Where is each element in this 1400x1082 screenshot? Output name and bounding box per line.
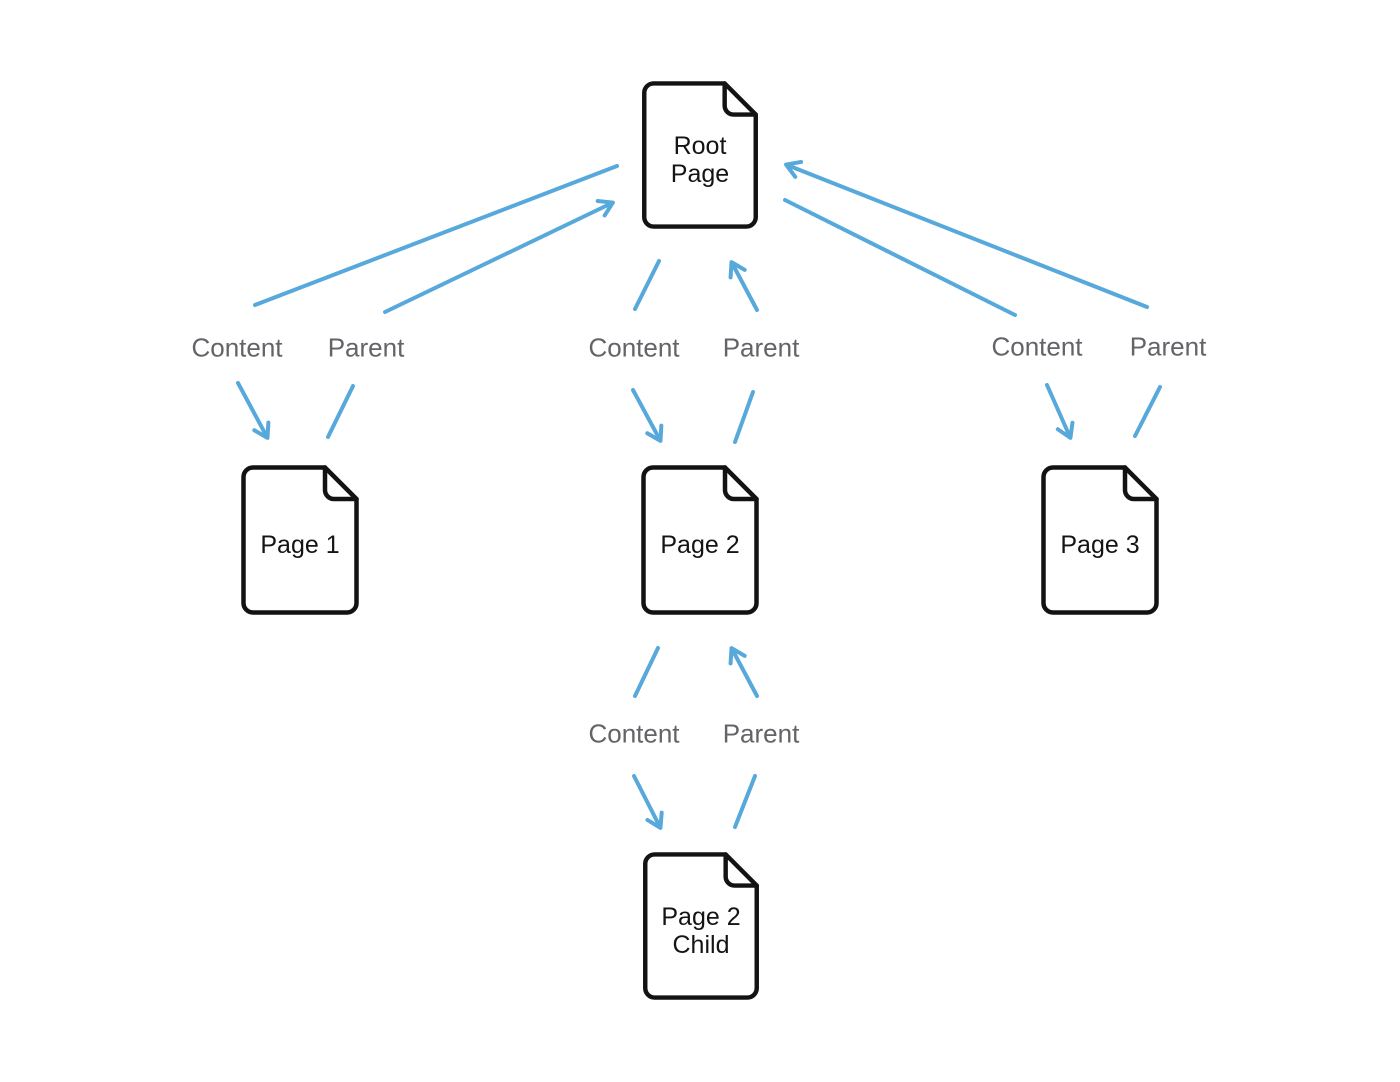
node-root-page: Root Page [641, 81, 759, 229]
edge-label-content-root-page3: Content [991, 331, 1083, 362]
document-icon [641, 465, 759, 615]
node-label-page1: Page 1 [241, 465, 359, 615]
node-label-page3: Page 3 [1041, 465, 1159, 615]
edge-label-content-root-page2: Content [588, 332, 680, 363]
edge-root-page1-parent-arrow [383, 198, 615, 314]
node-page2-child: Page 2 Child [642, 852, 760, 1000]
edge-label-content-page2-child: Content [588, 718, 680, 749]
node-label-line: Page 2 [661, 903, 741, 931]
edge-root-page2-parent-segment-lower [733, 390, 755, 444]
edge-page2-child-content-arrow [632, 774, 664, 830]
node-label-line: Child [672, 931, 730, 959]
edge-root-page3-parent-arrow [784, 159, 1149, 309]
node-label-line: Page 2 [660, 531, 740, 559]
node-label-page2: Page 2 [641, 465, 759, 615]
edge-label-parent-root-page3: Parent [1129, 331, 1207, 362]
document-icon [1041, 465, 1159, 615]
edge-label-content-root-page1: Content [191, 332, 283, 363]
document-icon [241, 465, 359, 615]
node-page3: Page 3 [1041, 465, 1159, 615]
edge-root-page3-parent-segment-lower [1133, 385, 1162, 438]
edge-root-page2-content-arrow [631, 388, 664, 443]
node-label-line: Page 3 [1060, 531, 1140, 559]
edge-root-page3-content-segment-upper [783, 198, 1017, 317]
edge-root-page2-content-segment-upper [633, 259, 661, 311]
edge-label-parent-page2-child: Parent [722, 718, 800, 749]
edge-label-parent-root-page1: Parent [327, 332, 405, 363]
edge-root-page3-content-arrow [1045, 383, 1075, 440]
edge-label-parent-root-page2: Parent [722, 332, 800, 363]
document-icon [643, 852, 759, 1000]
node-page1: Page 1 [241, 465, 359, 615]
node-label-page2-child: Page 2 Child [642, 852, 760, 1000]
edge-page2-child-parent-segment-lower [733, 774, 757, 829]
edge-page2-child-content-segment-upper [633, 646, 660, 698]
document-icon [642, 81, 758, 229]
node-label-line: Page [670, 160, 730, 188]
edge-page2-child-parent-arrow [728, 646, 759, 698]
edge-root-page1-content-arrow [236, 381, 271, 440]
node-label-root-page: Root Page [641, 81, 759, 229]
node-page2: Page 2 [641, 465, 759, 615]
node-label-line: Page 1 [260, 531, 340, 559]
edge-root-page1-parent-segment-lower [326, 384, 355, 439]
edge-root-page1-content-segment-upper [253, 164, 619, 307]
node-label-line: Root [673, 132, 727, 160]
edge-root-page2-parent-arrow [728, 260, 759, 312]
